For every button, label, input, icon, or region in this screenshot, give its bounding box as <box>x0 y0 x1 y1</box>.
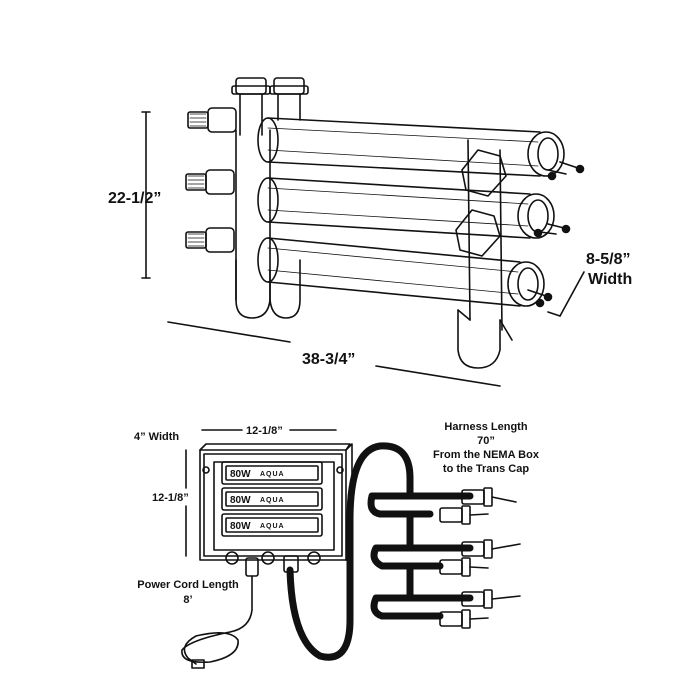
top-inlet-pipes <box>231 77 309 136</box>
ballast-card-2 <box>221 487 323 511</box>
nema-box-drawing <box>185 429 353 565</box>
horizontal-tube-middle <box>257 177 555 239</box>
length-dimension-line <box>167 321 501 387</box>
box-height-label: 12-1/8” <box>152 492 189 504</box>
unit-width-value: 8-5/8” <box>586 251 630 268</box>
unit-length-label: 38-3/4” <box>302 351 355 368</box>
horizontal-tube-bottom <box>257 237 545 307</box>
harness-line-2: 70” <box>477 435 495 447</box>
harness-line-3: From the NEMA Box <box>433 449 540 461</box>
power-cord-line-1: Power Cord Length <box>137 579 239 591</box>
left-unions <box>185 107 237 253</box>
ballast-2-watt: 80W <box>230 495 251 506</box>
width-dimension-line <box>547 271 585 317</box>
left-manifold <box>235 129 271 301</box>
unit-height-label: 22-1/2” <box>108 190 161 207</box>
harness-line-1: Harness Length <box>444 421 527 433</box>
harness-line-4: to the Trans Cap <box>443 463 529 475</box>
power-cord-line-2: 8’ <box>183 594 192 606</box>
harness-cable <box>286 442 474 661</box>
ballast-card-3 <box>221 513 323 537</box>
ballast-1-brand: AQUA <box>260 471 285 478</box>
power-cord <box>181 557 259 669</box>
ballast-1-watt: 80W <box>230 469 251 480</box>
left-bottom-u <box>235 259 271 319</box>
unit-width-word: Width <box>588 271 632 288</box>
ballast-3-watt: 80W <box>230 521 251 532</box>
right-bottom-u <box>457 309 501 369</box>
box-width-label: 12-1/8” <box>246 425 283 437</box>
lamp-connectors-right <box>527 161 585 308</box>
uv-unit-drawing <box>185 77 585 369</box>
box-depth-label: 4” Width <box>134 431 179 443</box>
ballast-3-brand: AQUA <box>260 523 285 530</box>
harness-connectors <box>283 487 521 629</box>
right-manifold <box>467 139 503 331</box>
ballast-2-brand: AQUA <box>260 497 285 504</box>
height-dimension-line <box>141 111 151 279</box>
horizontal-tube-top <box>257 117 565 177</box>
ballast-card-1 <box>221 461 323 485</box>
